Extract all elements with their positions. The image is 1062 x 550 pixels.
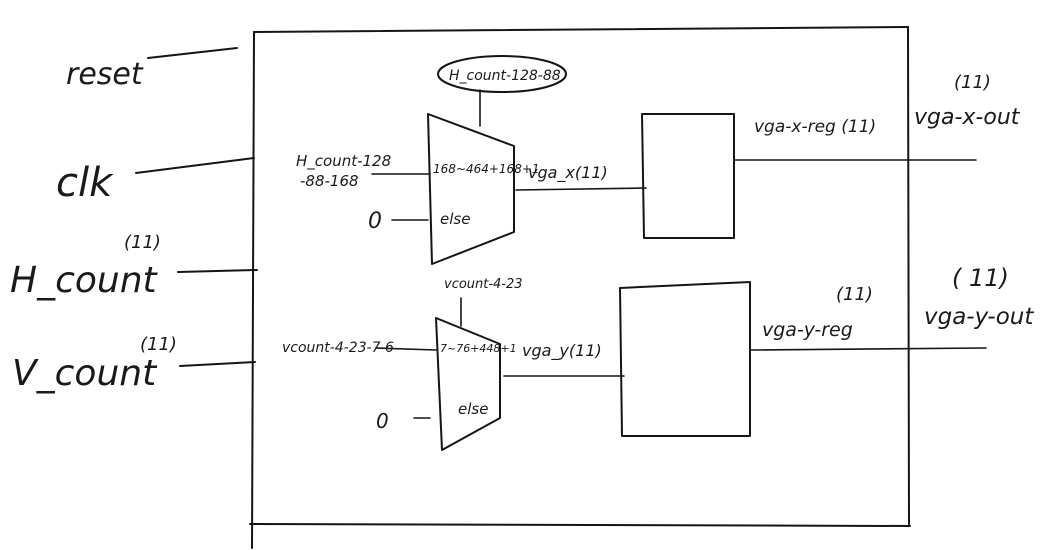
output-x-width-label: (11) [954,72,991,93]
h-count-width-label: (11) [124,232,161,253]
reset-wire [147,47,238,59]
mux-y-zero-input: 0 [376,409,389,433]
h-count-label: H_count [10,260,159,301]
mux-x-data-input-line2: -88-168 [300,172,359,190]
register-y-width-label: (11) [836,284,873,305]
mux-y-range-label: 7~76+448+1 [440,342,517,355]
mux-y [375,297,625,451]
v-count-label: V_count [12,353,158,394]
mux-y-output-label: vga_y(11) [522,341,602,361]
register-y [619,281,987,437]
output-y-name: vga-y-out [924,304,1034,330]
module-boundary [249,26,911,549]
register-y-output-wire [749,347,987,351]
output-x-name: vga-x-out [914,105,1021,130]
mux-x-condition-bubble [437,55,567,93]
mux-x [371,55,647,265]
register-y-box [619,281,751,437]
mux-x-data-input-line1: H_count-128 [296,152,391,171]
mux-x-range-label: 168~464+168+1 [433,162,540,176]
input-wires [135,47,258,367]
clk-label: clk [56,160,114,206]
mux-x-condition-label: H_count-128-88 [449,68,561,84]
mux-x-else-label: else [440,210,470,228]
output-y-width-label: ( 11) [952,264,1009,292]
reset-label: reset [66,57,144,92]
mux-x-body [427,113,515,265]
mux-y-data-wire [375,347,437,351]
register-x [641,113,977,239]
mux-y-condition-label: vcount-4-23 [444,277,523,292]
mux-y-body [435,317,501,451]
register-y-label: vga-y-reg [762,319,853,341]
v-count-width-label: (11) [140,334,177,355]
v-count-wire [179,361,256,367]
mux-x-output-label: vga_x(11) [528,163,608,183]
mux-y-else-label: else [458,400,488,418]
register-x-box [641,113,735,239]
h-count-wire [177,269,258,273]
mux-x-output-wire [515,187,647,191]
clk-wire [135,157,255,174]
mux-y-data-input: vcount-4-23-7 6 [282,340,394,356]
register-x-label: vga-x-reg (11) [754,117,876,137]
mux-x-zero-input: 0 [368,209,382,234]
